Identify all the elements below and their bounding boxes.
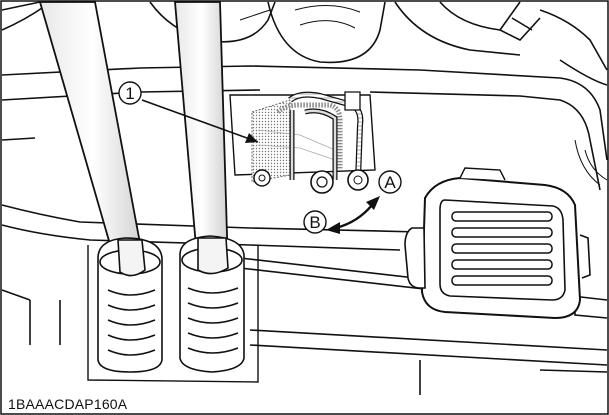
background-engine-parts (1, 1, 608, 86)
callout-direction-b: B (303, 210, 327, 234)
wire-clip-part (251, 91, 369, 194)
left-tube (38, 1, 147, 273)
cover-plate (1, 65, 608, 395)
callout-direction-a-label: A (384, 173, 396, 192)
callout-1-leader (141, 99, 259, 143)
figure-caption: 1BAAACDAP160A (6, 396, 132, 412)
right-tube (174, 1, 229, 271)
right-tube-end (197, 237, 229, 275)
callout-direction-b-label: B (309, 213, 320, 232)
grommet-recess (87, 245, 259, 383)
callout-direction-a: A (378, 170, 402, 194)
callout-part-1: 1 (118, 81, 142, 105)
callout-part-1-label: 1 (125, 84, 134, 103)
rotation-arrow (326, 196, 380, 234)
left-tube-end (117, 239, 146, 277)
connector-block (404, 167, 591, 320)
